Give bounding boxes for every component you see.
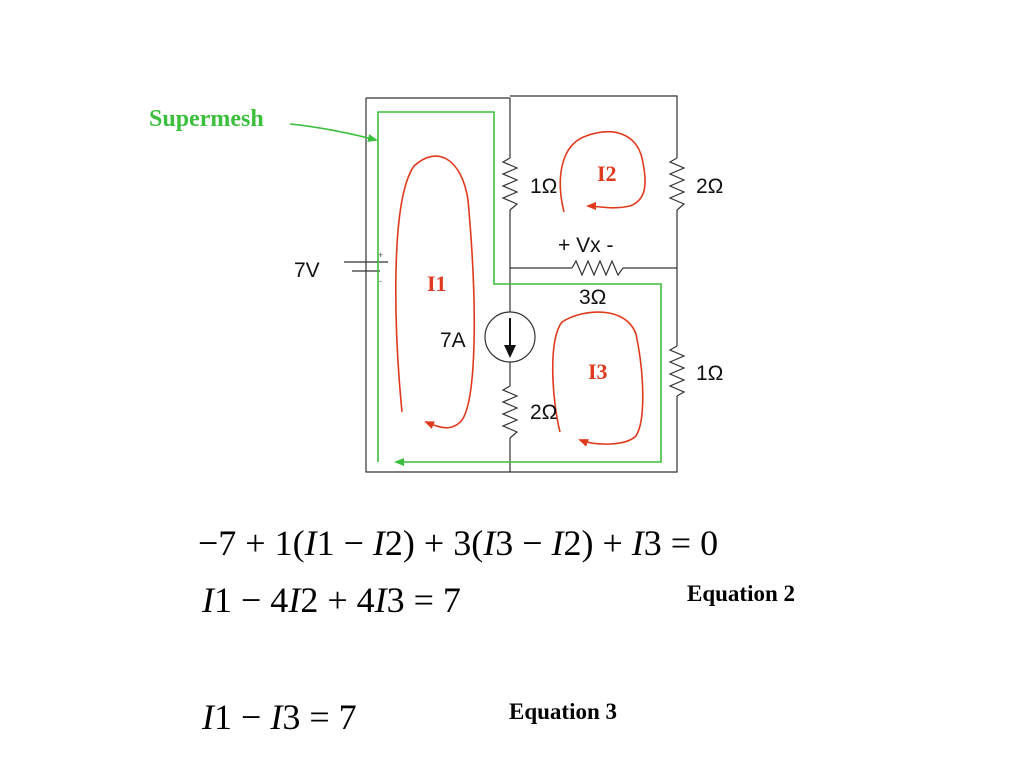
mesh-i3-label: I3 (588, 359, 608, 384)
eq2-var-2: I (288, 580, 301, 620)
label-r-bottom-right: 1Ω (696, 362, 723, 385)
eq2-var-3: I (374, 580, 387, 620)
resistor-1ohm-top-left (501, 157, 519, 211)
label-7v: 7V (294, 259, 320, 282)
equation-2-label: Equation 2 (687, 581, 796, 606)
eq1-var-5: I (631, 523, 644, 563)
eq2-var-1: I (202, 580, 214, 620)
equation-1: −7 + 1(I1 − I2) + 3(I3 − I2) + I3 = 0 (198, 522, 718, 564)
equation-3: I1 − I3 = 7 (202, 696, 357, 738)
mesh-i1-label: I1 (427, 271, 447, 296)
current-source-7a (484, 311, 536, 363)
battery-minus-sign: - (379, 276, 382, 286)
eq1-part-5: 2) + (563, 523, 632, 563)
eq3-var-1: I (202, 697, 214, 737)
eq3-var-2: I (270, 697, 283, 737)
label-r-top-right: 2Ω (696, 175, 723, 198)
eq1-part-1: −7 + 1( (198, 523, 305, 563)
eq1-var-4: I (551, 523, 564, 563)
battery-plus-sign: + (378, 250, 383, 260)
equation-2: I1 − 4I2 + 4I3 = 7 (202, 579, 461, 621)
label-vx: + Vx - (558, 234, 613, 257)
label-7a: 7A (440, 329, 466, 352)
eq1-var-2: I (372, 523, 385, 563)
equation-3-label: Equation 3 (509, 699, 618, 724)
eq3-part-2: 3 = 7 (282, 697, 357, 737)
mesh-loop-i3 (551, 311, 644, 447)
eq2-part-3: 3 = 7 (386, 580, 461, 620)
eq1-part-3: 2) + 3( (384, 523, 484, 563)
label-r-bottom-left: 2Ω (530, 401, 557, 424)
mesh-i2-label: I2 (597, 161, 617, 186)
battery-7v-symbol (344, 261, 388, 272)
eq2-part-2: 2 + 4 (300, 580, 375, 620)
eq1-part-6: 3 = 0 (643, 523, 719, 563)
resistor-2ohm-top-right (668, 157, 686, 211)
circuit-wires (365, 95, 678, 473)
eq1-var-3: I (483, 523, 496, 563)
supermesh-path (377, 111, 662, 466)
resistor-1ohm-bottom-right (668, 345, 686, 397)
label-r-middle: 3Ω (579, 286, 606, 309)
mesh-loop-i1 (395, 155, 476, 429)
resistor-2ohm-bottom-left (501, 385, 519, 439)
supermesh-pointer-arrow (289, 123, 378, 142)
eq1-part-2: 1 − (316, 523, 373, 563)
eq3-part-1: 1 − (214, 697, 271, 737)
mesh-loop-i2 (559, 131, 646, 213)
eq1-part-4: 3 − (495, 523, 552, 563)
resistor-3ohm-middle (571, 259, 624, 277)
eq2-part-1: 1 − 4 (214, 580, 289, 620)
label-r-top-left: 1Ω (530, 175, 557, 198)
eq1-var-1: I (304, 523, 317, 563)
supermesh-label: Supermesh (149, 106, 264, 132)
